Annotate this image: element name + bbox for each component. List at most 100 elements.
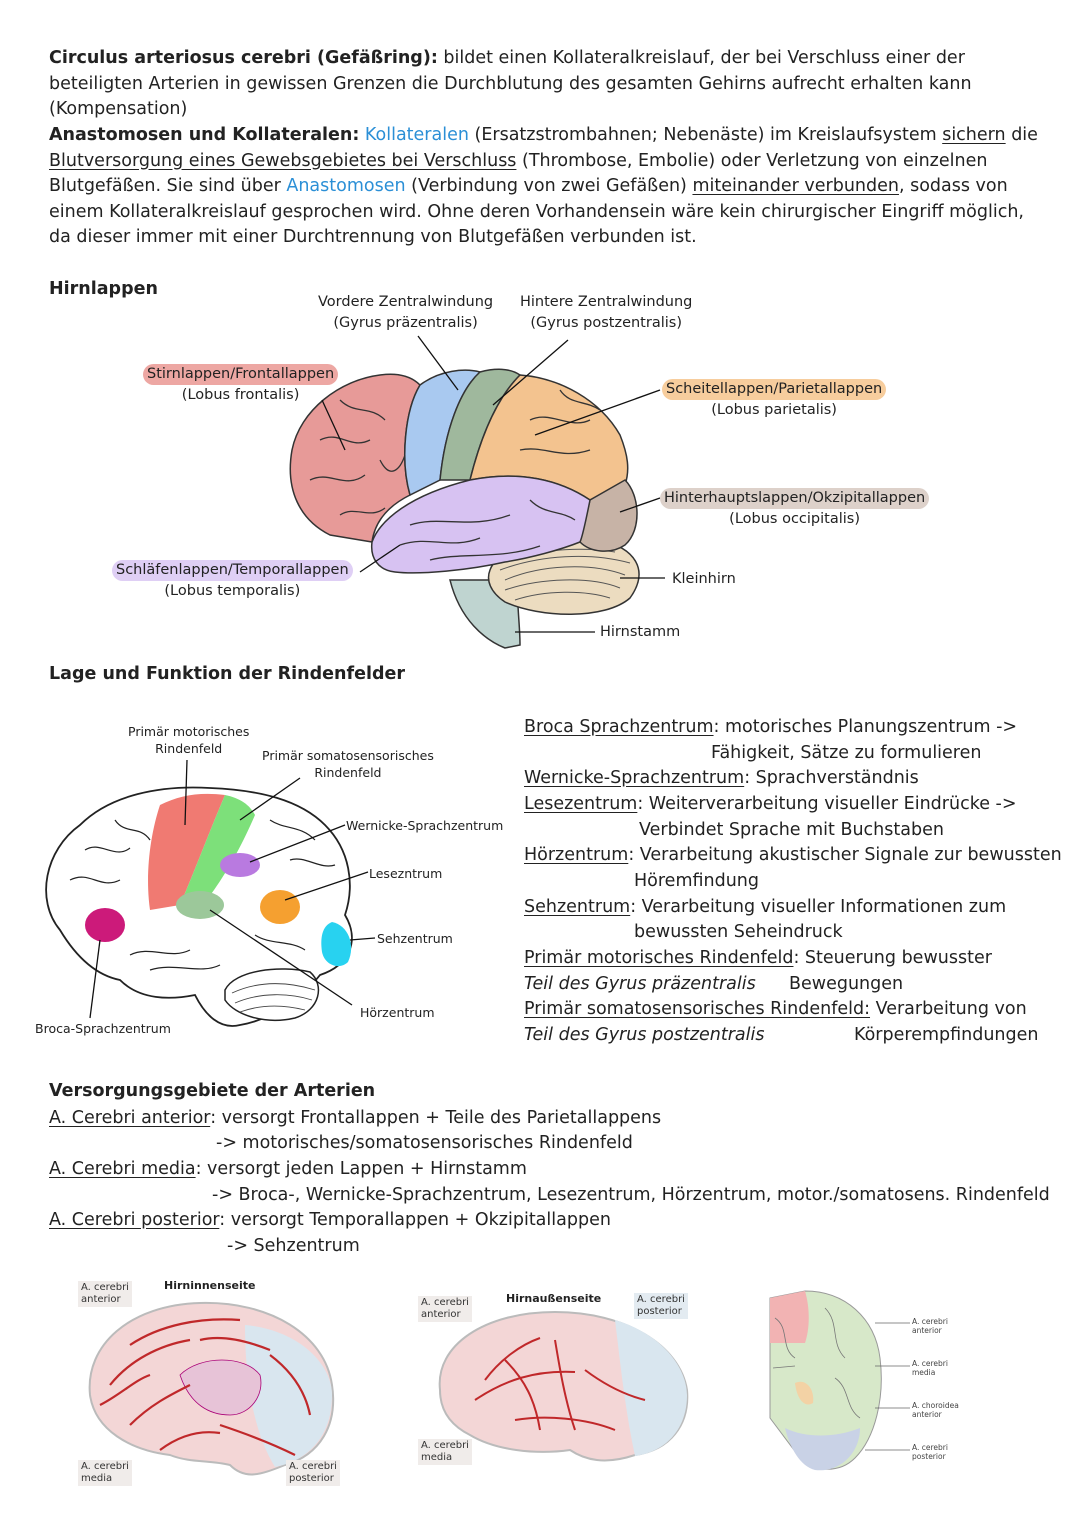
- caption-line: A. cerebri: [81, 1282, 129, 1293]
- func-pm-italic: Teil des Gyrus präzentralis: [524, 974, 756, 994]
- art-media: A. Cerebri media: versorgt jeden Lappen …: [49, 1157, 527, 1183]
- func-value: : Weiterverarbeitung visueller Eindrücke…: [637, 794, 1017, 814]
- caption-line: posterior: [637, 1306, 682, 1317]
- artery-key: A. Cerebri anterior: [49, 1108, 211, 1128]
- func-broca: Broca Sprachzentrum: motorisches Planung…: [524, 715, 1017, 741]
- visual-area: [321, 922, 352, 967]
- art-posterior-2: -> Sehzentrum: [227, 1236, 360, 1256]
- label-line: Stirnlappen/Frontallappen: [143, 364, 339, 385]
- coronal-figure: [769, 1290, 910, 1471]
- func-lese: Lesezentrum: Weiterverarbeitung visuelle…: [524, 792, 1017, 818]
- label-postcentral: Hintere Zentralwindung (Gyrus postzentral…: [520, 292, 692, 334]
- caption-line: A. cerebri: [637, 1294, 685, 1305]
- label-line: (Lobus temporalis): [164, 583, 301, 599]
- func-hoer: Hörzentrum: Verarbeitung akustischer Sig…: [524, 843, 1062, 869]
- func-key: Lesezentrum: [524, 794, 638, 814]
- artery-key: A. Cerebri media: [49, 1159, 196, 1179]
- caption-line: anterior: [912, 1410, 942, 1419]
- circulus-text: bildet einen Kollateralkreislauf, der be…: [49, 48, 972, 119]
- art-media-2: -> Broca-, Wernicke-Sprachzentrum, Lesez…: [212, 1185, 1050, 1205]
- label-temporal: Schläfenlappen/Temporallappen(Lobus temp…: [112, 560, 353, 602]
- func-value: : Verarbeitung visueller Informationen z…: [630, 897, 1007, 917]
- kollateralen-term: Kollateralen: [364, 125, 469, 145]
- caption-line: anterior: [81, 1294, 121, 1305]
- anastomosen-term: Anastomosen: [286, 176, 406, 196]
- anastomosen-paragraph: Anastomosen und Kollateralen: Kollateral…: [49, 123, 1039, 251]
- label-precentral: Vordere Zentralwindung(Gyrus präzentrali…: [318, 292, 493, 334]
- coronal-choroid-zone: [795, 1381, 814, 1405]
- label-line: Hintere Zentralwindung: [520, 294, 693, 310]
- reading-area: [260, 890, 300, 924]
- caption-line: A. cerebri: [289, 1461, 337, 1472]
- label-line: (Gyrus postzentralis): [530, 315, 682, 331]
- label-broca: Broca-Sprachzentrum: [35, 1021, 171, 1036]
- label-hearing: Hörzentrum: [360, 1005, 435, 1020]
- art-posterior: A. Cerebri posterior: versorgt Temporall…: [49, 1208, 611, 1234]
- temporal-region: [370, 475, 591, 574]
- func-value: : Verarbeitung akustischer Signale zur b…: [628, 845, 1062, 865]
- outer-title: Hirnaußenseite: [506, 1292, 602, 1305]
- func-seh: Sehzentrum: Verarbeitung visueller Infor…: [524, 895, 1006, 921]
- func-key: Sehzentrum: [524, 897, 631, 917]
- caption-line: A. cerebri: [912, 1443, 948, 1452]
- func-key: Hörzentrum: [524, 845, 629, 865]
- broca-area: [85, 908, 125, 942]
- label-cerebellum: Kleinhirn: [672, 571, 736, 587]
- coronal-anterior-zone: [770, 1291, 809, 1343]
- inner-posterior-zone: [245, 1325, 332, 1467]
- artery-value: : versorgt Temporallappen + Okzipitallap…: [219, 1210, 611, 1230]
- func-value: Verarbeitung von: [870, 999, 1027, 1019]
- func-ps: Primär somatosensorisches Rindenfeld: Ve…: [524, 997, 1027, 1023]
- func-broca-2: Fähigkeit, Sätze zu formulieren: [711, 743, 982, 763]
- caption-line: A. cerebri: [912, 1359, 948, 1368]
- label-line: Rindenfeld: [155, 741, 223, 756]
- anastomosen-heading: Anastomosen und Kollateralen:: [49, 125, 360, 145]
- text-fragment: die: [1005, 125, 1038, 145]
- label-parietal: Scheitellappen/Parietallappen(Lobus pari…: [662, 379, 887, 421]
- func-wernicke: Wernicke-Sprachzentrum: Sprachverständni…: [524, 766, 919, 792]
- cortex-diagram: [45, 759, 376, 1027]
- somato-area: [180, 795, 255, 908]
- func-seh-2: bewussten Seheindruck: [634, 922, 843, 942]
- artery-key: A. Cerebri posterior: [49, 1210, 220, 1230]
- occipital-region: [579, 479, 638, 552]
- func-ps-2: Körperempfindungen: [854, 1025, 1039, 1045]
- func-ps-italic: Teil des Gyrus postzentralis: [524, 1025, 765, 1045]
- caption-line: A. choroidea: [912, 1401, 959, 1410]
- func-key: Wernicke-Sprachzentrum: [524, 768, 745, 788]
- hirnlappen-title: Hirnlappen: [49, 279, 158, 299]
- label-visual: Sehzentrum: [377, 931, 453, 946]
- text-fragment: , sodass von einem Kollateralkreislauf g…: [49, 176, 1024, 247]
- label-brainstem: Hirnstamm: [600, 624, 681, 640]
- inner-center: [179, 1359, 262, 1416]
- func-lese-2: Verbindet Sprache mit Buchstaben: [639, 820, 944, 840]
- art-anterior: A. Cerebri anterior: versorgt Frontallap…: [49, 1106, 661, 1132]
- wernicke-area: [220, 853, 260, 877]
- func-value: : Sprachverständnis: [744, 768, 919, 788]
- underlined-text: sichern: [942, 125, 1006, 145]
- text-fragment: (Verbindung von zwei Gefäßen): [405, 176, 693, 196]
- caption-line: anterior: [421, 1309, 461, 1320]
- func-pm-2: Bewegungen: [789, 974, 904, 994]
- inner-title: Hirninnenseite: [164, 1279, 256, 1292]
- label-line: Primär motorisches: [128, 724, 250, 739]
- func-value: : Steuerung bewusster: [793, 948, 992, 968]
- label-line: Scheitellappen/Parietallappen: [662, 379, 887, 400]
- label-line: Primär somatosensorisches: [262, 748, 434, 763]
- inner-side-figure: [88, 1301, 335, 1476]
- artery-value: : versorgt Frontallappen + Teile des Par…: [210, 1108, 662, 1128]
- text-fragment: (Ersatzstrombahnen; Nebenäste) im Kreisl…: [468, 125, 943, 145]
- caption-line: posterior: [289, 1473, 334, 1484]
- caption-line: media: [421, 1452, 453, 1463]
- func-key: Primär motorisches Rindenfeld: [524, 948, 794, 968]
- text-fragment: (Thrombose, Embolie) oder Verletzung von…: [49, 150, 988, 197]
- label-line: Vordere Zentralwindung: [318, 294, 494, 310]
- label-line: Rindenfeld: [314, 765, 382, 780]
